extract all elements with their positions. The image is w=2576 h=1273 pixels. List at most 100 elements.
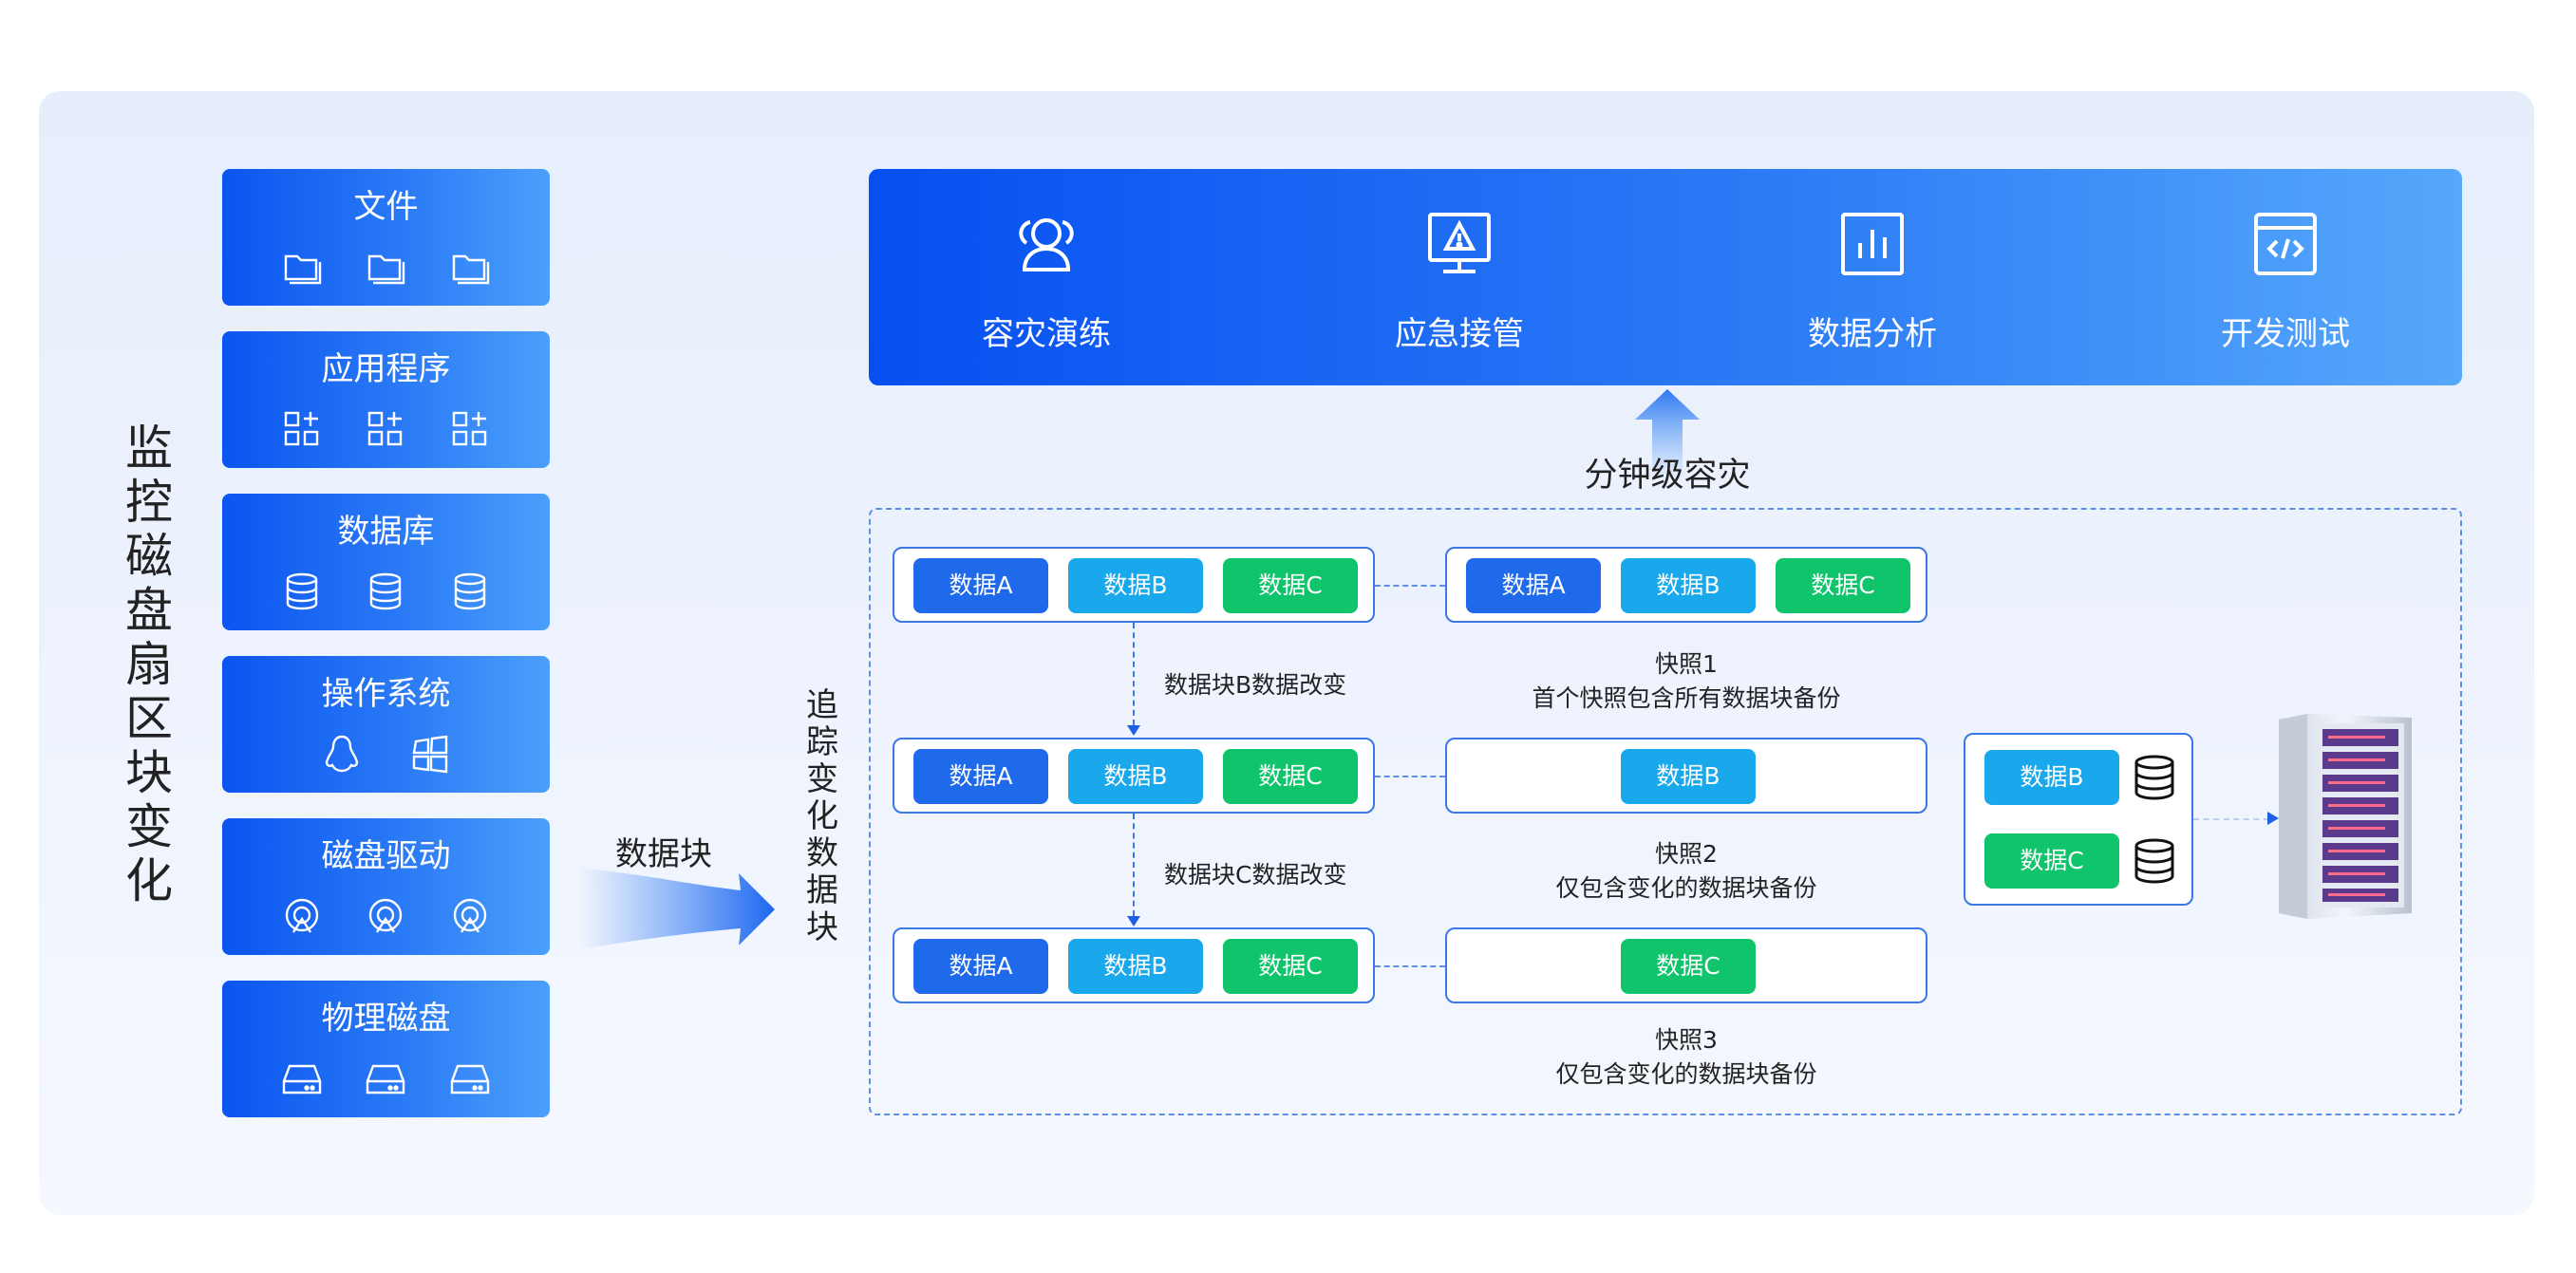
snapshot-row-2: 数据B	[1445, 738, 1927, 814]
category-label: 应用程序	[321, 350, 451, 388]
change-label-c: 数据块C数据改变	[1164, 861, 1347, 889]
users-icon	[1019, 218, 1074, 271]
folder-icon	[284, 254, 322, 285]
category-label: 数据库	[337, 513, 435, 551]
snapshot-area	[869, 508, 2462, 1115]
title-char: 化	[125, 853, 173, 908]
title-char: 区	[125, 691, 173, 746]
change-label-b: 数据块B数据改变	[1164, 671, 1347, 699]
source-row-1: 数据A 数据B 数据C	[893, 547, 1375, 623]
snapshot-row-3: 数据C	[1445, 927, 1927, 1003]
folder-icon	[452, 254, 490, 285]
category-operating-system: 操作系统	[222, 656, 550, 793]
data-chip-b: 数据B	[1621, 749, 1756, 804]
data-chip-c: 数据C	[1223, 939, 1358, 994]
title-char: 变	[125, 799, 173, 854]
snapshot-name: 快照3	[1655, 1026, 1718, 1054]
data-chip-b: 数据B	[1984, 750, 2119, 805]
disk-drive-icon	[453, 898, 487, 933]
hard-disk-icon	[367, 1064, 405, 1095]
title-char: 盘	[125, 583, 173, 638]
database-icon	[370, 572, 402, 610]
database-icon	[454, 572, 486, 610]
flow-label: 数据块	[615, 835, 712, 873]
diagram-title-vertical: 监 控 磁 盘 扇 区 块 变 化	[118, 421, 180, 908]
title-char: 扇	[125, 637, 173, 692]
data-chip-a: 数据A	[913, 749, 1048, 804]
track-char: 变	[806, 760, 838, 798]
use-case-label: 开发测试	[2221, 315, 2350, 353]
use-case-bar: 容灾演练 应急接管 数据分析 开发测试	[869, 169, 2462, 385]
data-chip-b: 数据B	[1068, 558, 1203, 613]
change-connector	[1133, 623, 1135, 725]
data-chip-c: 数据C	[1621, 939, 1756, 994]
track-char: 数	[806, 834, 838, 872]
data-chip-c: 数据C	[1223, 749, 1358, 804]
folder-icon	[368, 254, 405, 285]
change-connector	[1133, 814, 1135, 916]
category-label: 操作系统	[321, 675, 451, 713]
title-char: 磁	[125, 529, 173, 584]
category-label: 物理磁盘	[321, 1000, 451, 1038]
title-char: 控	[125, 475, 173, 530]
recovery-up-arrow	[1635, 389, 1700, 480]
use-case-devtest: 开发测试	[2143, 169, 2428, 385]
data-chip-a: 数据A	[913, 558, 1048, 613]
data-chip-b: 数据B	[1068, 749, 1203, 804]
flow-arrow	[579, 868, 775, 949]
data-chip-a: 数据A	[913, 939, 1048, 994]
category-disk-drivers: 磁盘驱动	[222, 818, 550, 955]
storage-link	[2193, 818, 2269, 820]
track-char: 踪	[806, 723, 838, 761]
hard-disk-icon	[282, 1064, 322, 1095]
use-case-takeover: 应急接管	[1317, 169, 1602, 385]
snapshot-link	[1375, 965, 1445, 967]
use-case-analytics: 数据分析	[1730, 169, 2015, 385]
source-row-2: 数据A 数据B 数据C	[893, 738, 1375, 814]
category-applications: 应用程序	[222, 331, 550, 468]
title-char: 监	[125, 421, 173, 476]
hard-disk-icon	[450, 1064, 490, 1095]
snapshot-caption-2: 快照2 仅包含变化的数据块备份	[1445, 837, 1927, 906]
use-case-label: 应急接管	[1395, 315, 1524, 353]
change-arrowhead	[1127, 725, 1140, 736]
title-char: 块	[125, 745, 173, 800]
track-label-vertical: 追 踪 变 化 数 据 块	[796, 687, 849, 946]
use-case-label: 数据分析	[1808, 315, 1937, 353]
snapshot-desc: 仅包含变化的数据块备份	[1555, 1060, 1817, 1088]
app-grid-icon	[452, 411, 487, 446]
track-char: 化	[806, 797, 838, 835]
database-icon	[2134, 755, 2174, 800]
data-chip-a: 数据A	[1466, 558, 1601, 613]
changed-blocks-store: 数据B 数据C	[1964, 733, 2193, 906]
snapshot-row-1: 数据A 数据B 数据C	[1445, 547, 1927, 623]
database-icon	[2134, 838, 2174, 884]
disk-drive-icon	[369, 898, 403, 933]
track-char: 据	[806, 871, 838, 909]
data-chip-c: 数据C	[1984, 833, 2119, 889]
category-label: 磁盘驱动	[321, 837, 451, 875]
windows-icon	[412, 735, 447, 774]
bar-chart-icon	[1841, 213, 1904, 275]
data-chip-c: 数据C	[1223, 558, 1358, 613]
track-char: 块	[806, 908, 838, 946]
data-chip-c: 数据C	[1776, 558, 1910, 613]
source-row-3: 数据A 数据B 数据C	[893, 927, 1375, 1003]
use-case-label: 容灾演练	[982, 315, 1111, 353]
category-physical-disk: 物理磁盘	[222, 981, 550, 1117]
snapshot-desc: 首个快照包含所有数据块备份	[1532, 684, 1841, 712]
disk-drive-icon	[285, 898, 319, 933]
snapshot-caption-1: 快照1 首个快照包含所有数据块备份	[1445, 647, 1927, 716]
server-rack-icon	[2279, 714, 2412, 919]
alert-monitor-icon	[1428, 213, 1491, 273]
snapshot-desc: 仅包含变化的数据块备份	[1555, 874, 1817, 902]
app-grid-icon	[284, 411, 319, 446]
linux-icon	[326, 735, 359, 773]
snapshot-name: 快照2	[1655, 840, 1718, 868]
recovery-label: 分钟级容灾	[1584, 457, 1751, 495]
data-chip-b: 数据B	[1621, 558, 1756, 613]
data-chip-b: 数据B	[1068, 939, 1203, 994]
snapshot-caption-3: 快照3 仅包含变化的数据块备份	[1445, 1023, 1927, 1092]
snapshot-link	[1375, 585, 1445, 587]
code-window-icon	[2254, 213, 2317, 275]
